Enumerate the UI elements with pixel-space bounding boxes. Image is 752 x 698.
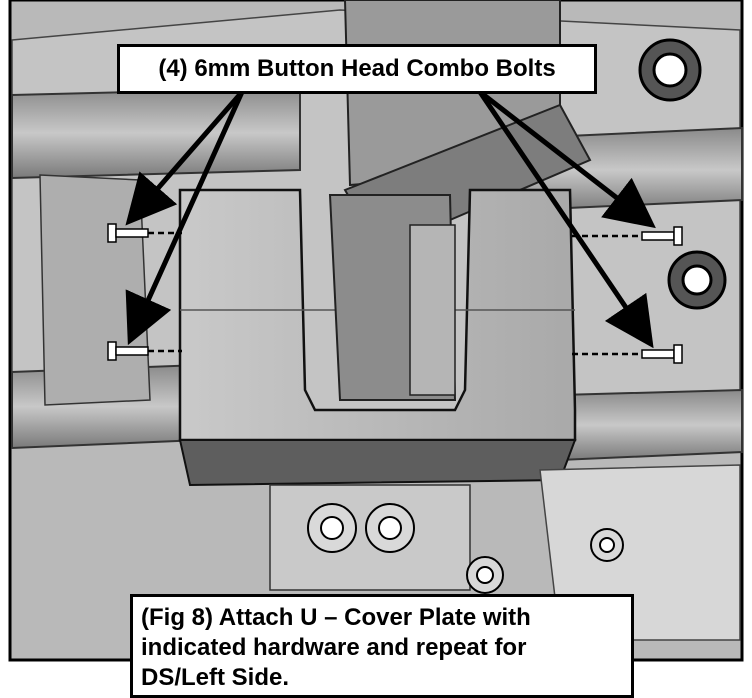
left-side-plate (39, 174, 151, 406)
leader-arrow-upper-left (125, 90, 244, 226)
pivot-bushing (409, 224, 456, 396)
leader-arrow-lower-left (125, 90, 245, 346)
caption-line-2: indicated hardware and repeat for (141, 634, 527, 661)
grommet-lower-right (667, 250, 727, 310)
hex-nut-right (365, 503, 415, 553)
lower-right-tube (559, 388, 743, 462)
figure-caption: (Fig 8) Attach U – Cover Plate with indi… (130, 594, 634, 698)
leader-arrow-upper-right (478, 90, 656, 229)
bolt-lower-left (107, 341, 182, 361)
u-cover-bottom-face (178, 439, 577, 487)
hex-nut-left (307, 503, 357, 553)
bolt-callout-label: (4) 6mm Button Head Combo Bolts (117, 44, 597, 94)
bolt-lower-right (572, 344, 683, 364)
hex-nut-far-right (590, 528, 624, 562)
caption-line-1: (Fig 8) Attach U – Cover Plate with (141, 604, 531, 631)
upper-left-tube (11, 86, 301, 180)
caption-line-3: DS/Left Side. (141, 664, 290, 691)
bolt-upper-right (572, 226, 683, 246)
hex-nut-lower (466, 556, 504, 594)
bolt-upper-left (107, 223, 182, 243)
grommet-upper-right (638, 38, 702, 102)
leader-arrow-lower-right (477, 90, 654, 349)
